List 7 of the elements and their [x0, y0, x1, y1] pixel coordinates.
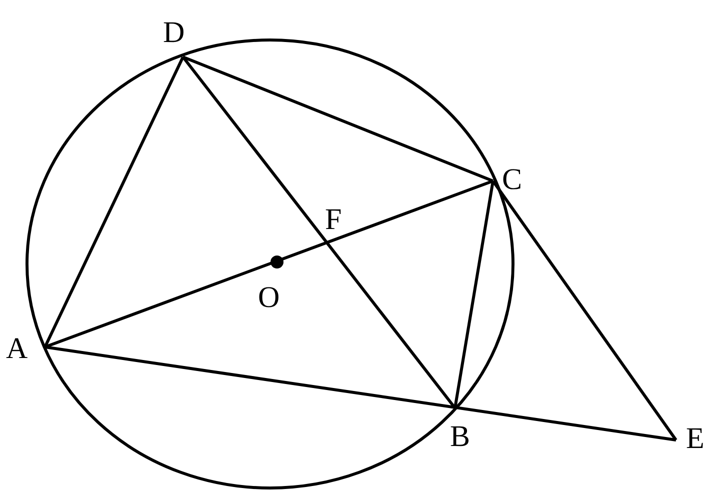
point-label: A [6, 334, 28, 364]
point-label: D [163, 18, 185, 48]
point-label: E [686, 424, 704, 454]
point-label: O [258, 283, 280, 313]
point-label: C [502, 165, 522, 195]
point-label: F [325, 205, 342, 235]
point-label: B [450, 422, 470, 452]
